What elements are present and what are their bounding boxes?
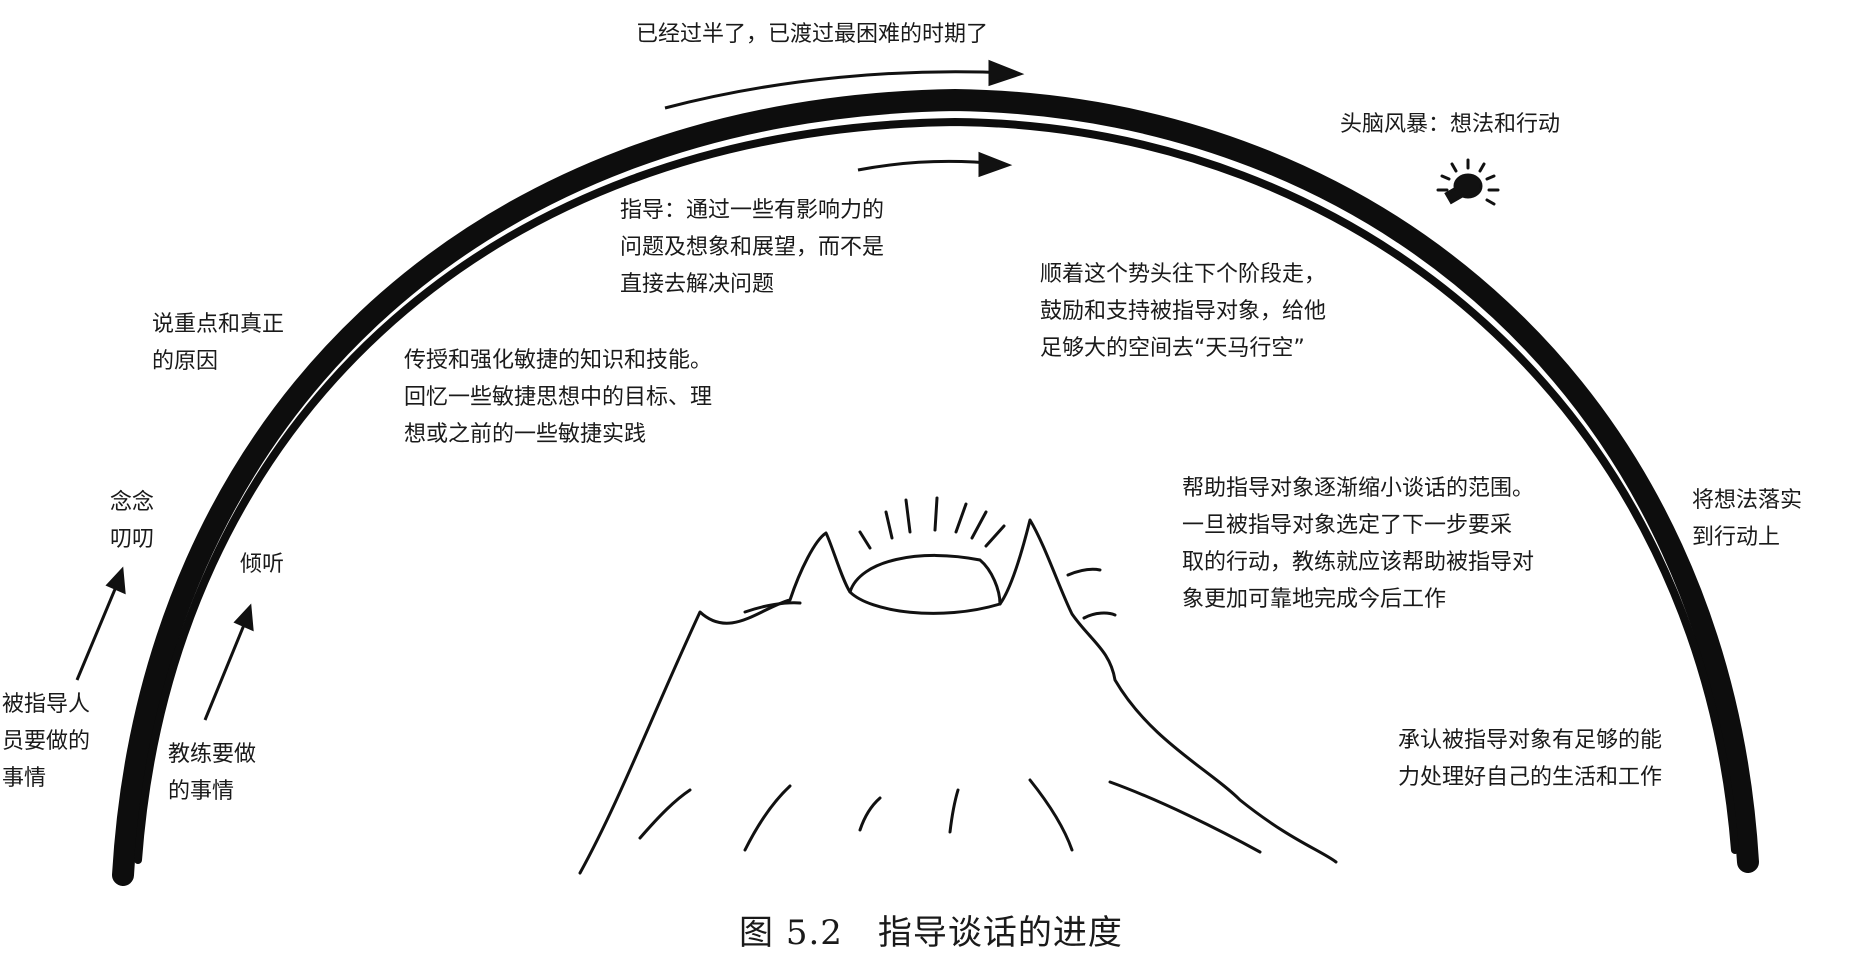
progress-arc-inner xyxy=(134,117,1739,864)
progress-arc xyxy=(112,88,1759,886)
lightbulb-icon xyxy=(1436,158,1500,206)
coachee-arrow xyxy=(75,566,126,681)
label-to-action: 将想法落实 到行动上 xyxy=(1692,488,1803,550)
label-key-points: 说重点和真正 的原因 xyxy=(152,312,285,374)
figure-caption: 图 5.2 指导谈话的进度 xyxy=(739,913,1123,953)
top-arrow xyxy=(664,59,1025,110)
label-teach: 传授和强化敏捷的知识和技能。 回忆一些敏捷思想中的目标、理 想或之前的一些敏捷实… xyxy=(404,348,713,447)
label-momentum: 顺着这个势头往下个阶段走， 鼓励和支持被指导对象，给他 足够大的空间去“天马行空… xyxy=(1040,262,1327,361)
label-coach-todo: 教练要做 的事情 xyxy=(168,742,257,804)
label-narrow: 帮助指导对象逐渐缩小谈话的范围。 一旦被指导对象选定了下一步要采 取的行动，教练… xyxy=(1182,476,1535,612)
mountain xyxy=(578,496,1338,875)
label-brainstorm: 头脑风暴：想法和行动 xyxy=(1340,112,1561,137)
label-listen: 倾听 xyxy=(240,552,285,577)
label-guidance: 指导：通过一些有影响力的 问题及想象和展望，而不是 直接去解决问题 xyxy=(620,198,885,297)
label-nag: 念念 叨叨 xyxy=(110,490,155,552)
label-acknowledge: 承认被指导对象有足够的能 力处理好自己的生活和工作 xyxy=(1398,728,1663,790)
label-coachee-todo: 被指导人 员要做的 事情 xyxy=(2,692,91,791)
guidance-arrow xyxy=(857,151,1013,178)
coach-arrow xyxy=(203,603,254,721)
label-top-progress: 已经过半了，已渡过最困难的时期了 xyxy=(636,22,989,47)
